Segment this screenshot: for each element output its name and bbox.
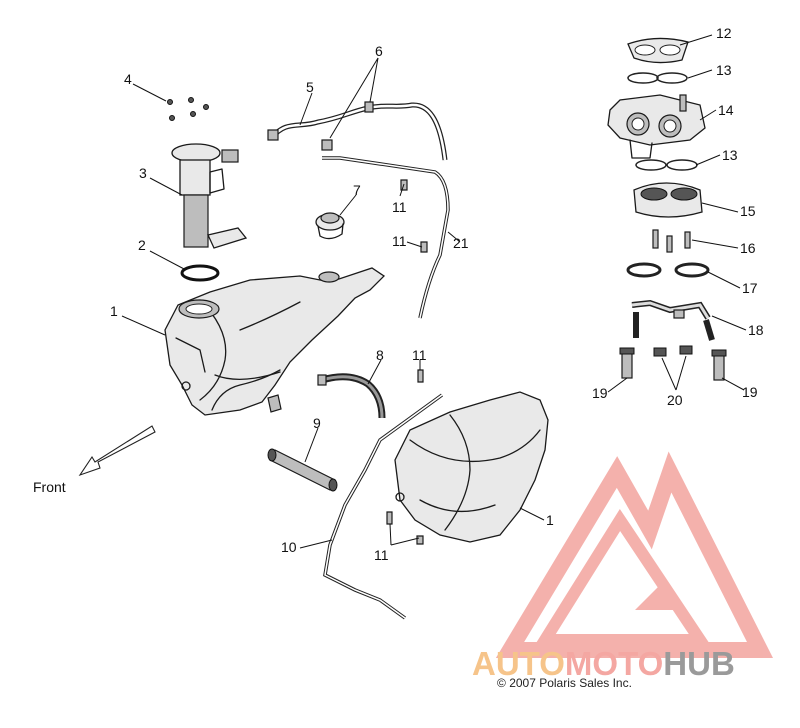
callout-11-d: 11 (374, 547, 389, 563)
intake-boot-12 (627, 37, 689, 64)
front-label: Front (33, 479, 66, 495)
callout-11-a: 11 (392, 199, 407, 215)
fuel-line-5 (267, 101, 448, 161)
connectors-20 (653, 345, 693, 357)
callout-labels: 1 2 3 4 5 6 7 11 11 21 8 11 9 10 11 1 12… (110, 25, 764, 563)
watermark-logo (495, 451, 774, 658)
leader-lines (121, 34, 747, 549)
callout-1-right: 1 (546, 512, 554, 528)
clamps-11 (386, 179, 428, 545)
callout-19-left: 19 (592, 385, 608, 401)
callout-3: 3 (139, 165, 147, 181)
adapter-15 (633, 182, 703, 218)
callout-6: 6 (375, 43, 383, 59)
fuel-tank-right (394, 391, 549, 543)
screws-4 (167, 97, 209, 121)
callout-16: 16 (740, 240, 756, 256)
gasket-13-bottom (635, 159, 698, 171)
callout-5: 5 (306, 79, 314, 95)
throttle-body-14 (607, 94, 706, 159)
callout-13-top: 13 (716, 62, 732, 78)
fitting-9 (267, 448, 338, 492)
callout-9: 9 (313, 415, 321, 431)
callout-2: 2 (138, 237, 146, 253)
callout-21: 21 (453, 235, 469, 251)
callout-15: 15 (740, 203, 756, 219)
callout-19-right: 19 (742, 384, 758, 400)
callout-14: 14 (718, 102, 734, 118)
fuel-rail-18 (631, 299, 715, 341)
callout-12: 12 (716, 25, 732, 41)
callout-20: 20 (667, 392, 683, 408)
vent-line-21 (322, 156, 450, 319)
fuel-cap-7 (315, 212, 345, 240)
hose-clamps-17 (626, 262, 710, 278)
fuel-tank-left (164, 267, 386, 416)
callout-10: 10 (281, 539, 297, 555)
callout-13-bottom: 13 (722, 147, 738, 163)
callout-7: 7 (353, 182, 361, 198)
bolts-16 (652, 229, 691, 253)
copyright-symbol: © (497, 676, 506, 690)
callout-11-c: 11 (412, 347, 427, 363)
callout-8: 8 (376, 347, 384, 363)
copyright-text: 2007 Polaris Sales Inc. (509, 676, 632, 690)
callout-11-b: 11 (392, 233, 407, 249)
callout-4: 4 (124, 71, 132, 87)
fuel-pump-3 (171, 143, 248, 249)
injector-19-right (711, 349, 727, 381)
callout-17: 17 (742, 280, 758, 296)
hose-8 (317, 373, 386, 419)
watermark-text: AUTOMOTOHUB (472, 645, 735, 682)
front-arrow (78, 425, 156, 477)
copyright-notice: © 2007 Polaris Sales Inc. (497, 676, 632, 690)
gasket-13-top (627, 72, 688, 84)
callout-18: 18 (748, 322, 764, 338)
drain-line-10 (323, 393, 444, 620)
injector-19-left (619, 347, 635, 379)
o-ring-2 (180, 264, 220, 282)
callout-1-left: 1 (110, 303, 118, 319)
